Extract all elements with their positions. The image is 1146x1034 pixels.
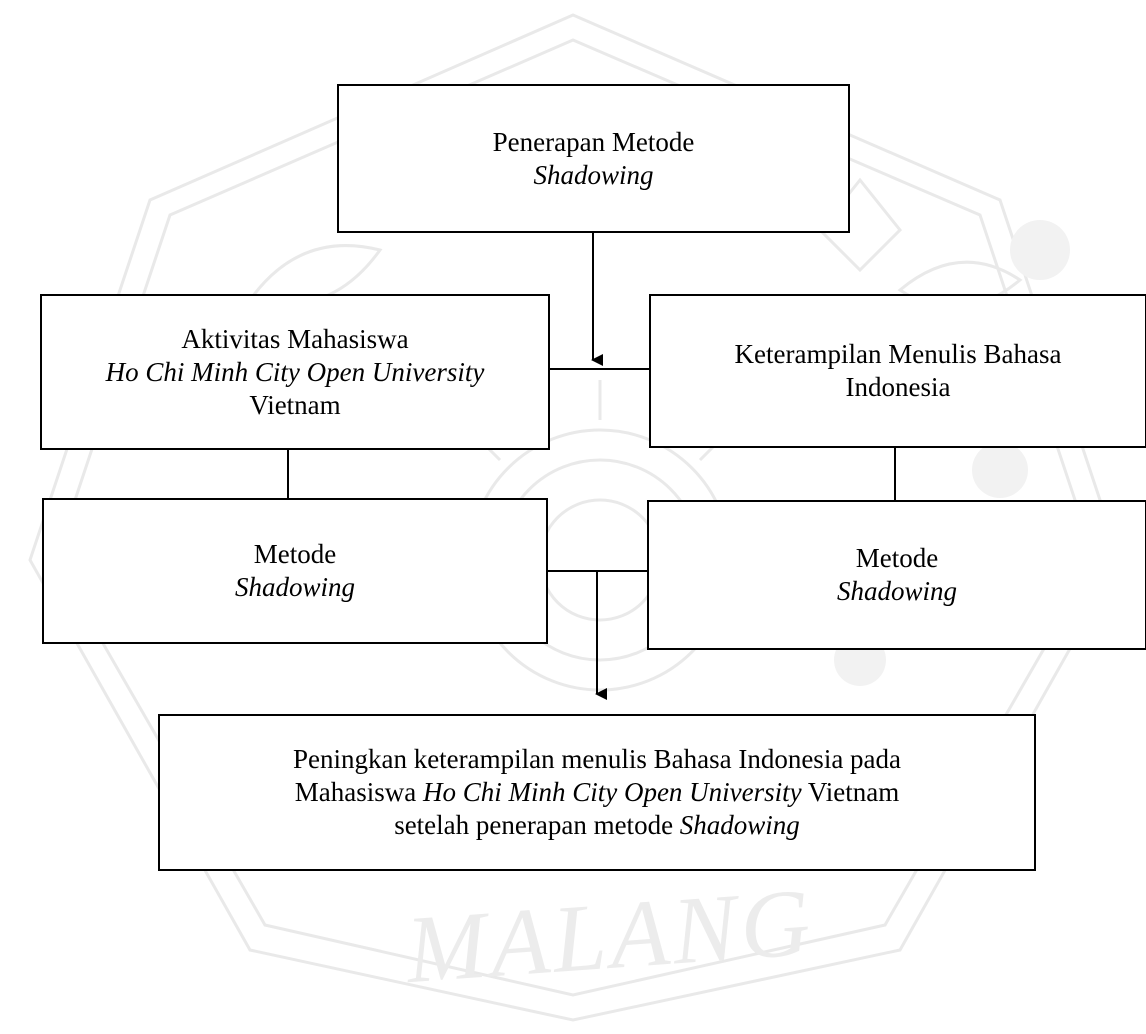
box-text-line: Keterampilan Menulis Bahasa <box>734 339 1062 369</box>
box-text-italic: Ho Chi Minh City Open University <box>105 356 485 387</box>
box-text-line: Indonesia <box>845 372 951 402</box>
box-text-italic: Ho Chi Minh City Open University <box>422 777 802 807</box>
box-text-italic: Shadowing <box>836 576 957 606</box>
box-text-line: Aktivitas Mahasiswa <box>181 323 409 354</box>
box-peningkatan-keterampilan: Peningkan keterampilan menulis Bahasa In… <box>158 714 1036 871</box>
box-text-line: Vietnam <box>249 389 341 420</box>
box-text-italic: Shadowing <box>234 572 355 602</box>
box-aktivitas-mahasiswa: Aktivitas Mahasiswa Ho Chi Minh City Ope… <box>40 294 550 450</box>
box-text-line-mixed: setelah penerapan metode Shadowing <box>394 809 800 842</box>
box-text-line: Metode <box>855 543 939 573</box>
box-text-italic: Shadowing <box>533 159 654 190</box>
box-text-segment: setelah penerapan metode <box>394 810 680 840</box>
box-text-segment: Vietnam <box>801 777 900 807</box>
box-metode-shadowing-right: Metode Shadowing <box>647 500 1146 650</box>
box-penerapan-metode: Penerapan Metode Shadowing <box>337 84 850 233</box>
watermark-text: MALANG <box>402 867 818 1004</box>
box-metode-shadowing-left: Metode Shadowing <box>42 498 548 644</box>
box-text-line: Peningkan keterampilan menulis Bahasa In… <box>292 744 902 774</box>
box-text-segment: Mahasiswa <box>294 777 423 807</box>
box-keterampilan-menulis: Keterampilan Menulis Bahasa Indonesia <box>649 294 1146 448</box>
box-text-line: Metode <box>253 539 337 569</box>
box-text-line: Penerapan Metode <box>492 126 695 157</box>
box-text-line-mixed: Mahasiswa Ho Chi Minh City Open Universi… <box>295 776 900 809</box>
box-text-italic: Shadowing <box>679 810 800 840</box>
